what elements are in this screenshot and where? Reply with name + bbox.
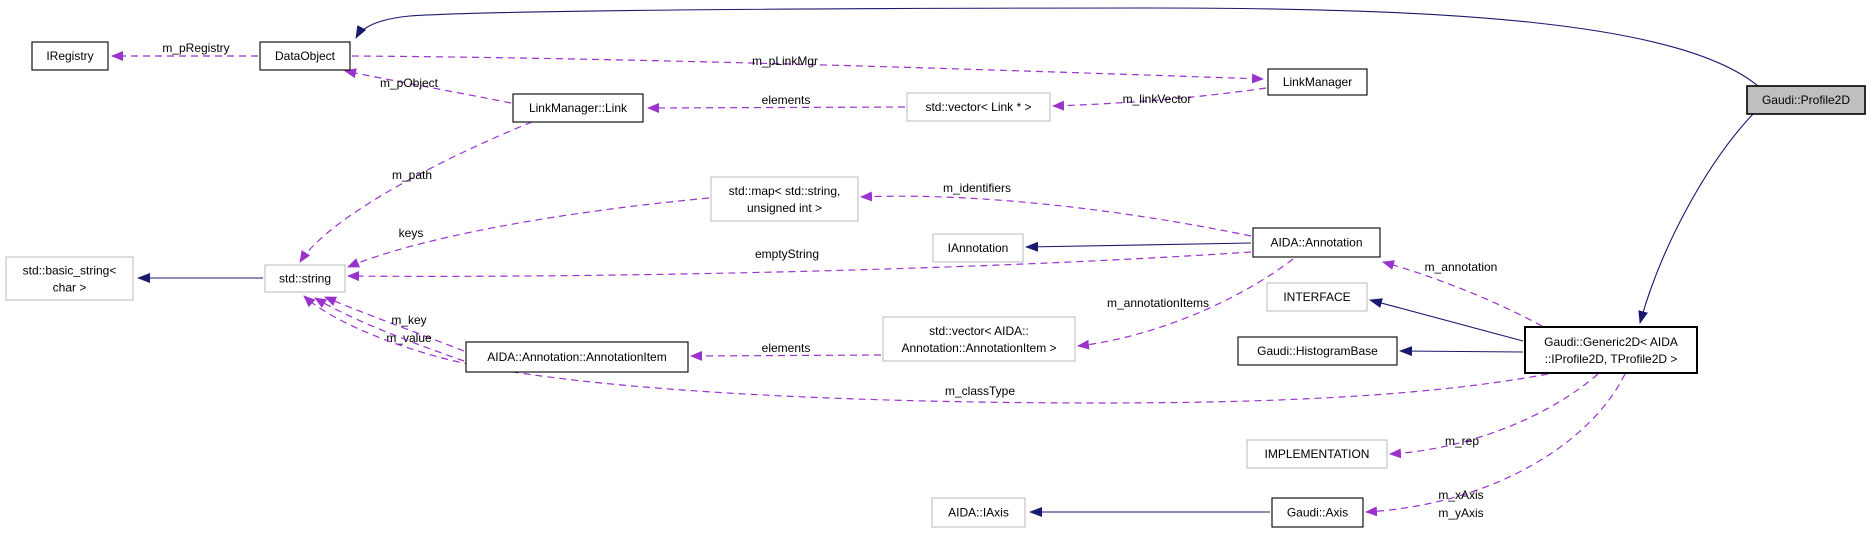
node-label: Gaudi::Axis [1287,506,1348,520]
edge-m-annotation [1382,260,1543,327]
node-label: std::map< std::string, [729,184,841,198]
node-aida-iaxis: AIDA::IAxis [931,497,1026,528]
node-generic2d[interactable]: Gaudi::Generic2D< AIDA::IProfile2D, TPro… [1524,326,1698,374]
node-label: unsigned int > [747,201,822,215]
edge-label-m-xaxis-m-yaxis: m_xAxis [1438,488,1483,502]
node-std-string: std::string [264,264,346,293]
edge-label-m-pobject: m_pObject [380,76,439,90]
edge-m-annotationitems [1077,258,1294,350]
node-label: IAnnotation [948,241,1009,255]
node-label: AIDA::IAxis [948,506,1009,520]
edge-m-rep [1389,373,1599,459]
edge-label-m-plinkmgr: m_pLinkMgr [752,54,818,68]
node-gaudi-axis[interactable]: Gaudi::Axis [1271,497,1364,528]
node-linkmanager[interactable]: LinkManager [1267,68,1368,96]
node-vector-annitem: std::vector< AIDA::Annotation::Annotatio… [882,316,1076,362]
edge-emptystring [347,251,1252,282]
node-aida-annotation[interactable]: AIDA::Annotation [1252,227,1381,258]
node-label: ::IProfile2D, TProfile2D > [1545,352,1678,366]
edge-label-m-identifiers: m_identifiers [943,181,1011,195]
edge-label-m-path: m_path [392,168,432,182]
node-label: std::vector< AIDA:: [929,324,1029,338]
node-label: Annotation::AnnotationItem > [901,341,1056,355]
node-label: INTERFACE [1283,290,1350,304]
edge-label-keys: keys [399,226,424,240]
node-label: LinkManager [1283,75,1352,89]
node-iregistry[interactable]: IRegistry [31,41,109,71]
edge-generic2d-inherits-interface [1369,298,1524,342]
node-basic-string: std::basic_string<char > [5,256,134,301]
edge-label-m-xaxis-m-yaxis: m_yAxis [1438,506,1483,520]
node-label: std::string [279,272,331,286]
node-label: std::vector< Link * > [925,100,1031,114]
node-map-string-uint: std::map< std::string,unsigned int > [710,176,859,222]
node-label: IRegistry [46,49,93,63]
node-label: IMPLEMENTATION [1265,447,1370,461]
node-label: DataObject [275,49,336,63]
edge-m-classtype [303,295,1549,404]
edge-m-pobject [344,68,512,104]
edge-annotation-inherits-iannotation [1025,241,1252,252]
edge-m-linkvector [1052,87,1267,111]
node-linkmanager-link[interactable]: LinkManager::Link [512,93,644,123]
node-implementation: IMPLEMENTATION [1246,439,1388,469]
node-label: Gaudi::Generic2D< AIDA [1544,335,1678,349]
node-label: char > [53,281,87,295]
edge-m-path [299,121,533,263]
node-vector-link: std::vector< Link * > [906,92,1051,122]
edge-label-m-classtype: m_classType [945,384,1015,398]
node-label: std::basic_string< [23,264,117,278]
node-label: AIDA::Annotation [1270,236,1362,250]
edge-label-m-key-m-value: m_key [391,313,426,327]
edge-profile2d-inherits-dataobject [355,7,1759,87]
edge-m-value-curve [314,297,465,362]
node-annotationitem[interactable]: AIDA::Annotation::AnnotationItem [465,341,689,373]
node-histogrambase[interactable]: Gaudi::HistogramBase [1237,336,1398,366]
edge-m-key-m-value [324,296,465,352]
edge-m-xaxis-m-yaxis [1365,373,1626,517]
edge-label-m-key-m-value: m_value [386,331,432,345]
edge-label-m-annotation: m_annotation [1425,260,1498,274]
edge-label-m-rep: m_rep [1445,434,1479,448]
edge-label-m-linkvector: m_linkVector [1123,92,1192,106]
edge-label-m-annotationitems: m_annotationItems [1107,296,1209,310]
node-iannotation: IAnnotation [932,233,1024,263]
edge-profile2d-inherits-generic2d [1638,113,1754,324]
edge-label-emptystring: emptyString [755,247,819,261]
edge-m-plinkmgr [351,55,1264,84]
node-dataobject[interactable]: DataObject [259,41,351,71]
edge-label-elements-annitems: elements [762,341,811,355]
node-label: LinkManager::Link [529,101,628,115]
edge-elements-links [647,102,906,113]
node-gaudi-profile2d[interactable]: Gaudi::Profile2D [1746,85,1866,115]
edge-m-identifiers [860,191,1252,237]
edge-label-m-pregistry: m_pRegistry [162,41,229,55]
node-interface: INTERFACE [1266,282,1368,312]
node-label: Gaudi::Profile2D [1762,93,1850,107]
node-label: Gaudi::HistogramBase [1257,344,1378,358]
node-label: AIDA::Annotation::AnnotationItem [487,350,666,364]
edge-elements-annitems [690,350,882,361]
edge-generic2d-inherits-histogrambase [1399,346,1524,357]
edge-label-elements-links: elements [762,93,811,107]
